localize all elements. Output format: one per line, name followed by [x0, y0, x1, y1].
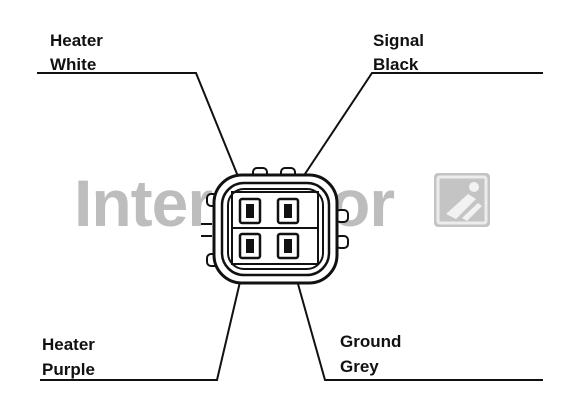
label-top-right-line2: Black	[373, 55, 419, 74]
label-top-right-line1: Signal	[373, 31, 424, 50]
leader-top-right	[286, 72, 543, 202]
label-bottom-right-line1: Ground	[340, 332, 401, 351]
leader-bottom-left	[40, 251, 248, 381]
leader-bottom-right	[288, 251, 543, 381]
label-heater-white: Heater White	[50, 31, 103, 74]
connector-icon	[201, 167, 349, 285]
label-top-left-line1: Heater	[50, 31, 103, 50]
watermark-logo-icon	[434, 173, 490, 227]
leader-lines	[37, 72, 543, 381]
label-bottom-left-line1: Heater	[42, 335, 95, 354]
leader-top-left	[37, 72, 249, 202]
label-bottom-left-line2: Purple	[42, 360, 95, 379]
label-signal-black: Signal Black	[373, 31, 424, 74]
label-top-left-line2: White	[50, 55, 96, 74]
label-ground-grey: Ground Grey	[340, 332, 401, 376]
label-bottom-right-line2: Grey	[340, 357, 379, 376]
label-heater-purple: Heater Purple	[42, 335, 95, 379]
